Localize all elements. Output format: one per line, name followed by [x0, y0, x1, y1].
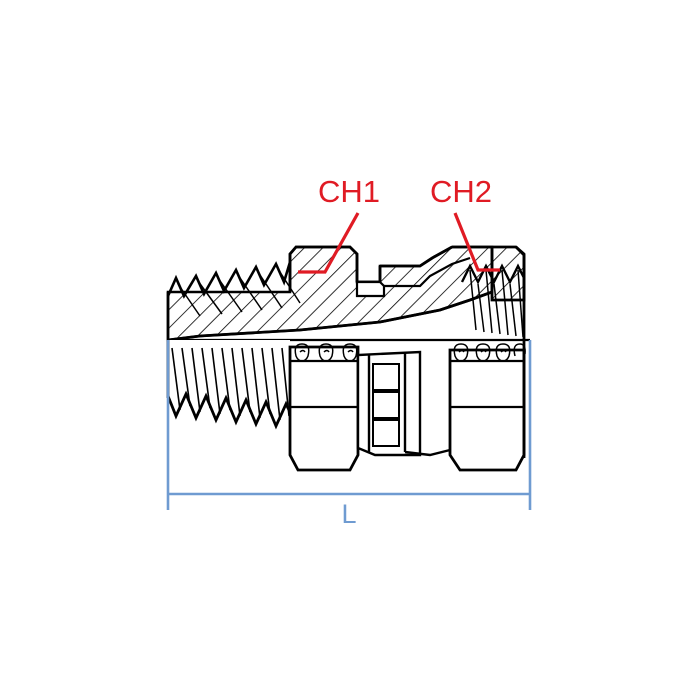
- swivel-band-external: [356, 350, 422, 457]
- ch2-nut-right-edge: [515, 246, 526, 340]
- callout-group: CH1 CH2: [298, 174, 500, 274]
- section-lower-taper: [167, 290, 493, 342]
- swivel-to-ch2-connector: [404, 448, 451, 457]
- male-thread-flank-lines: [177, 268, 301, 317]
- swivel-seal-cone-line: [384, 256, 471, 288]
- length-dimension-group: L: [166, 340, 532, 529]
- male-thread-crests-section: [166, 261, 292, 299]
- ch1-hex-nut-external: [288, 345, 360, 472]
- length-dimension-label: L: [341, 499, 356, 529]
- swivel-knurl-detail: [372, 363, 400, 447]
- lower-half-external-view: [166, 340, 526, 472]
- female-thread-flank-lines: [469, 269, 524, 338]
- male-thread-body-outline: [168, 340, 290, 400]
- ch1-leader-line[interactable]: [298, 212, 360, 274]
- female-thread-crests-section: [460, 263, 526, 285]
- male-external-thread-lines: [171, 347, 290, 421]
- male-external-thread-crests: [166, 390, 292, 430]
- swivel-internal-pocket: [355, 280, 386, 298]
- ch2-leader-line[interactable]: [453, 212, 500, 272]
- upper-half-section: [166, 245, 530, 342]
- ch2-hex-nut-external: [448, 348, 526, 472]
- ch2-label[interactable]: CH2: [430, 174, 492, 209]
- ch1-hex-boss-outline: [288, 245, 359, 292]
- swivel-collar-profile: [380, 245, 453, 268]
- ch1-label[interactable]: CH1: [318, 174, 380, 209]
